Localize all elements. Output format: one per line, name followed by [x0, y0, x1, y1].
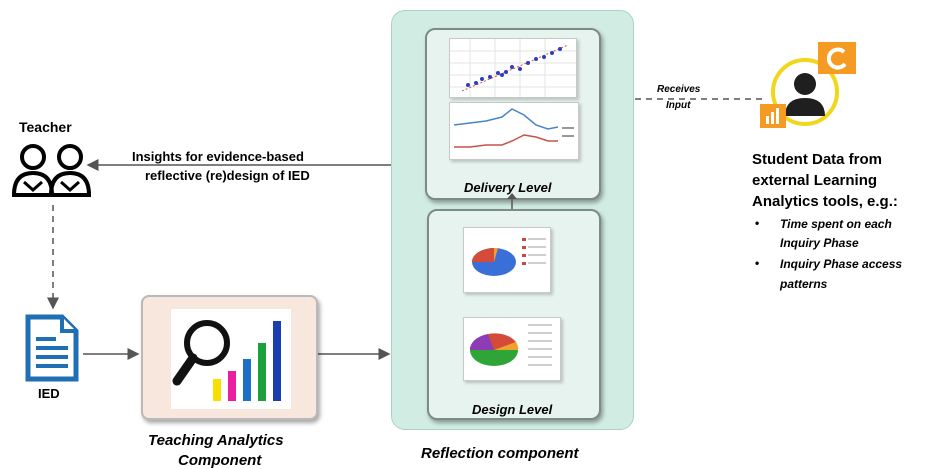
pie-chart-thumbnail-2: [463, 317, 561, 381]
magnifier-bar-chart-icon: [171, 309, 291, 409]
scatter-chart-thumbnail: [449, 38, 577, 98]
student-line2: external Learning: [752, 172, 878, 189]
bullet-2-line2: patterns: [780, 277, 828, 291]
design-to-delivery-arrow: [507, 193, 517, 211]
users-icon: [11, 144, 92, 197]
delivery-level-label: Delivery Level: [464, 180, 552, 195]
teacher-label: Teacher: [19, 119, 72, 135]
bullet-1-line2: Inquiry Phase: [780, 236, 859, 250]
reflection-caption: Reflection component: [421, 445, 579, 462]
design-level-label: Design Level: [472, 402, 553, 417]
pie-chart-thumbnail-1: [463, 227, 551, 293]
bullet-1-line1: Time spent on each: [780, 217, 892, 231]
student-line1: Student Data from: [752, 151, 883, 168]
teaching-analytics-box: [141, 295, 318, 420]
bullet-1-dot: •: [755, 216, 760, 230]
bullet-2-line1: Inquiry Phase access: [780, 257, 903, 271]
insights-line1: Insights for evidence-based: [132, 149, 304, 164]
receives-label: Receives: [657, 84, 701, 95]
line-chart-thumbnail: [449, 102, 579, 160]
teaching-analytics-line2: Component: [178, 452, 262, 469]
delivery-level-box: [425, 28, 601, 200]
bullet-2-dot: •: [755, 256, 760, 270]
teaching-analytics-line1: Teaching Analytics: [148, 432, 284, 449]
student-avatar-icon: [760, 42, 856, 128]
design-level-box: [427, 209, 601, 420]
insights-line2: reflective (re)design of IED: [145, 168, 310, 183]
input-label: Input: [666, 100, 691, 111]
ied-label: IED: [38, 386, 60, 401]
document-icon: [25, 314, 79, 382]
student-line3: Analytics tools, e.g.:: [752, 193, 898, 210]
